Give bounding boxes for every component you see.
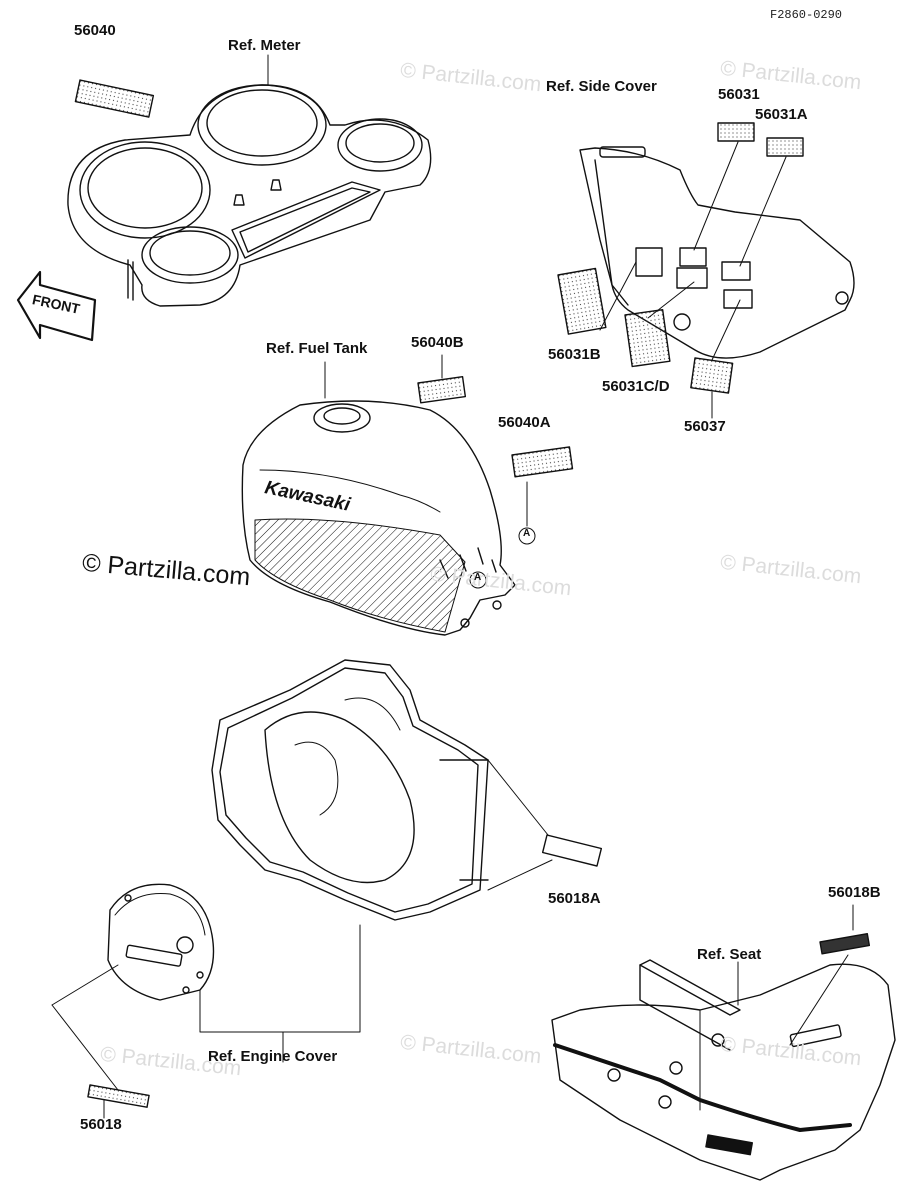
decal-56018a: [541, 834, 603, 867]
label-56031a: 56031A: [755, 106, 808, 123]
label-56037: 56037: [684, 418, 726, 435]
label-56018b: 56018B: [828, 884, 881, 901]
label-ref-seat: Ref. Seat: [697, 946, 762, 963]
figure-code: F2860-0290: [770, 8, 843, 22]
engine-case: [211, 659, 489, 921]
fuel-tank: [241, 400, 516, 636]
label-ref-engine-cover: Ref. Engine Cover: [208, 1048, 338, 1065]
label-56040: 56040: [74, 22, 116, 39]
decal-56018b: [819, 932, 871, 955]
label-56040a: 56040A: [498, 414, 551, 431]
marker-a: A: [523, 528, 531, 539]
front-arrow-icon: [16, 270, 97, 342]
decal-56031c-d: [624, 309, 671, 368]
label-56031b: 56031B: [548, 346, 601, 363]
label-ref-side-cover: Ref. Side Cover: [546, 78, 657, 95]
decal-56040: [74, 79, 155, 118]
decal-56018: [87, 1084, 150, 1108]
decal-56040a: [511, 446, 574, 478]
decal-56031: [717, 122, 755, 142]
decal-56031a: [766, 137, 804, 157]
label-ref-meter: Ref. Meter: [228, 37, 301, 54]
engine-cover: [107, 883, 215, 1001]
label-56031c-d: 56031C/D: [602, 378, 670, 395]
meter-assembly: [67, 84, 432, 307]
label-56018a: 56018A: [548, 890, 601, 907]
decal-56037: [690, 357, 734, 394]
marker-a-tank: A: [474, 572, 482, 583]
label-56031: 56031: [718, 86, 760, 103]
label-ref-fuel-tank: Ref. Fuel Tank: [266, 340, 368, 357]
label-56018: 56018: [80, 1116, 122, 1133]
label-56040b: 56040B: [411, 334, 464, 351]
seat-cowl: [551, 959, 896, 1181]
side-cover: [579, 146, 855, 359]
decal-56031b: [557, 267, 607, 335]
decal-56040b: [417, 376, 467, 404]
